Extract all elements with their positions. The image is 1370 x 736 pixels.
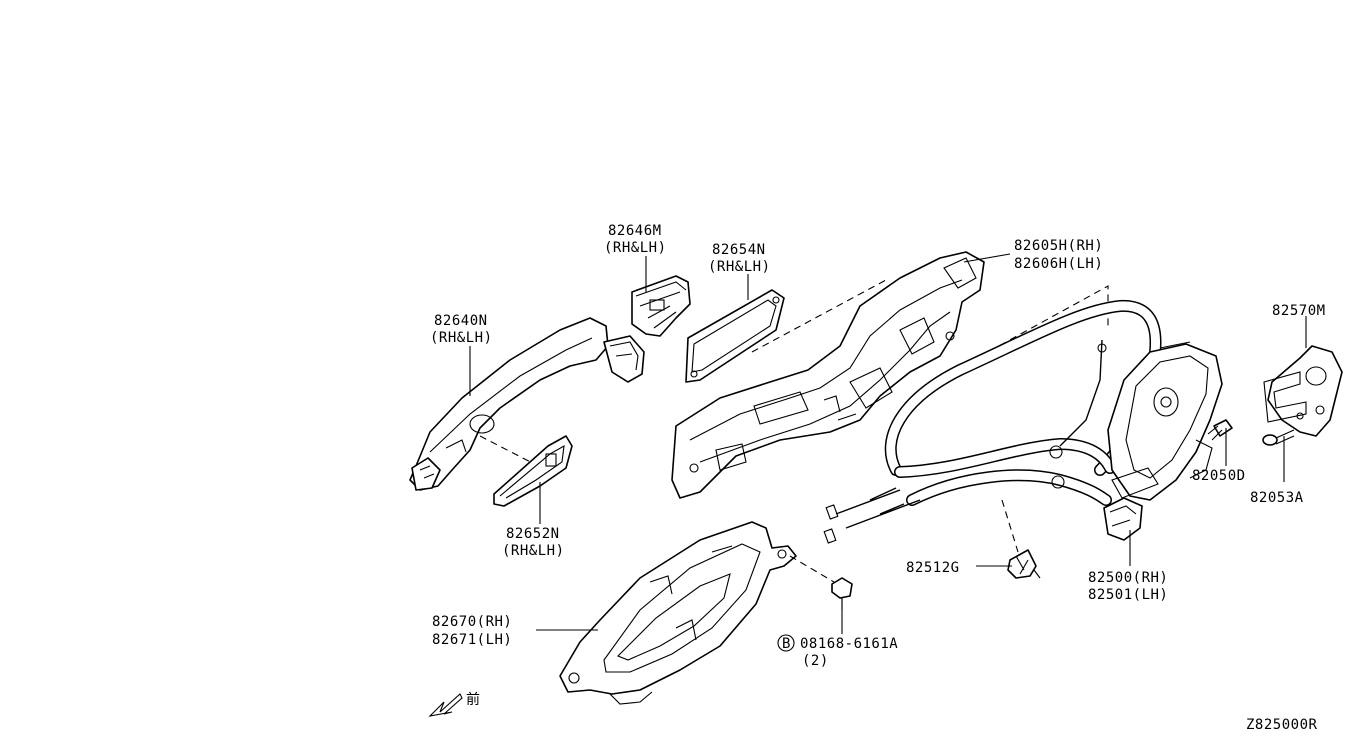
part-82605h-handle-frame[interactable]: [671, 251, 985, 499]
part-82512g-clip[interactable]: [1007, 549, 1041, 579]
front-arrow-icon: [428, 693, 463, 717]
label-front-marker: 前: [466, 691, 481, 708]
label-82053a: 82053A: [1250, 490, 1304, 506]
bolt-circle-marker: [777, 634, 795, 652]
label-82652n: 82652N: [506, 526, 560, 542]
label-82640n: 82640N: [434, 313, 488, 329]
label-bolt-circle: B: [782, 636, 791, 652]
label-82605h: 82605H(RH): [1014, 238, 1103, 254]
leader-82605h: [963, 253, 1011, 263]
label-82050d: 82050D: [1192, 468, 1246, 484]
dash-line-5: [789, 555, 835, 583]
label-82501: 82501(LH): [1088, 587, 1168, 603]
label-82606h: 82606H(LH): [1014, 256, 1103, 272]
part-82570m-striker[interactable]: [1263, 345, 1343, 437]
part-82654n-gasket[interactable]: [685, 289, 785, 383]
label-82512g: 82512G: [906, 560, 960, 576]
dash-line-4: [1001, 499, 1019, 553]
label-bolt-code: 08168-6161A: [800, 636, 898, 652]
label-82646m-side: (RH&LH): [604, 240, 667, 256]
label-82671: 82671(LH): [432, 632, 512, 648]
dash-line-3: [925, 285, 1109, 387]
label-82570m: 82570M: [1272, 303, 1326, 319]
part-82646m-escutcheon[interactable]: [631, 275, 691, 337]
label-diagram-code: Z825000R: [1246, 717, 1318, 733]
part-82652n-gasket[interactable]: [493, 435, 573, 507]
label-82654n: 82654N: [712, 242, 766, 258]
label-82654n-side: (RH&LH): [708, 259, 771, 275]
label-82652n-side: (RH&LH): [502, 543, 565, 559]
part-82050d-screw[interactable]: [1207, 419, 1233, 441]
part-82500-door-lock[interactable]: [1103, 341, 1223, 541]
label-82646m: 82646M: [608, 223, 662, 239]
label-82670: 82670(RH): [432, 614, 512, 630]
part-82670-inside-handle[interactable]: [559, 521, 797, 705]
label-82500: 82500(RH): [1088, 570, 1168, 586]
label-bolt-qty: (2): [802, 653, 829, 669]
part-82053a-screw[interactable]: [1262, 429, 1295, 446]
label-82640n-side: (RH&LH): [430, 330, 493, 346]
part-82640n-outside-handle[interactable]: [409, 317, 645, 491]
dash-line-1: [751, 279, 887, 353]
